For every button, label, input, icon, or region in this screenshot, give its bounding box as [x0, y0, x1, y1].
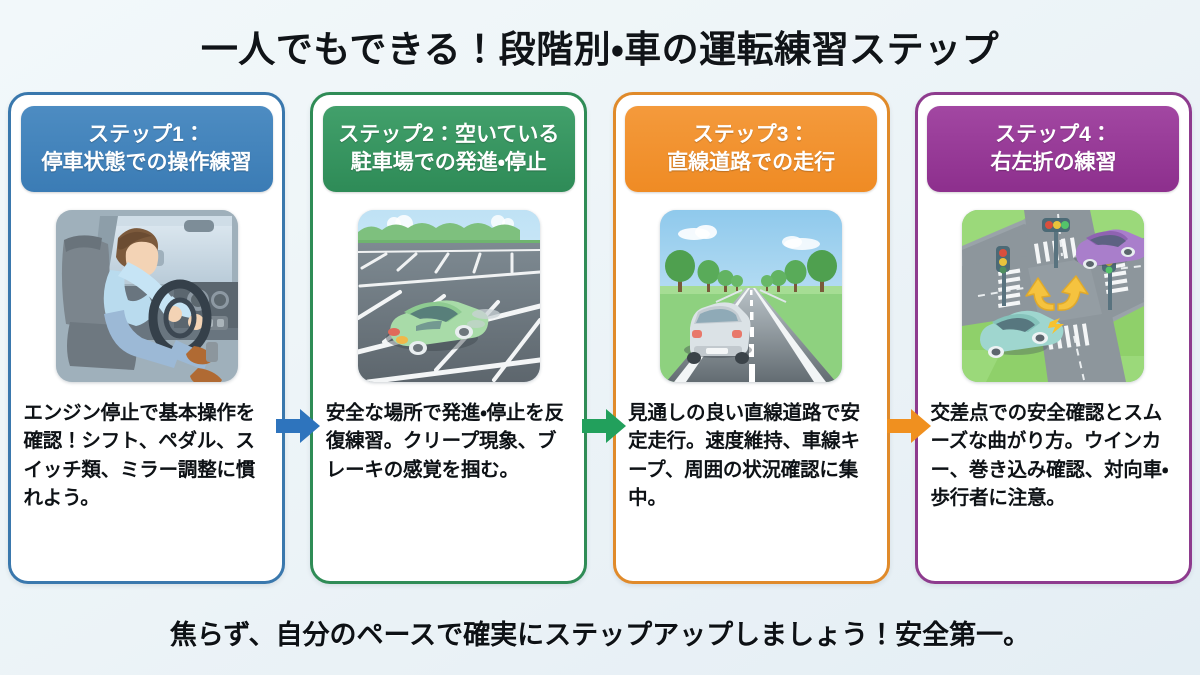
intersection-turning-illustration	[962, 210, 1145, 382]
right-arrow-icon-1	[274, 405, 322, 447]
right-arrow-icon-3	[885, 405, 933, 447]
step-card-1[interactable]: ステップ1： 停車状態での操作練習	[8, 92, 285, 584]
step-card-4-body: 交差点での安全確認とスムーズな曲がり方。ウインカー、巻き込み確認、対向車・歩行者…	[930, 402, 1169, 510]
step-card-2-header-line2: 駐車場での発進・停止	[350, 151, 547, 174]
step-card-3-body: 見通しの良い直線道路で安定走行。速度維持、車線キープ、周囲の状況確認に集中。	[628, 402, 860, 510]
straight-road-driving-illustration	[660, 210, 843, 382]
empty-parking-lot-with-car-illustration	[357, 210, 540, 382]
page-title: 一人でもできる！段階別・車の運転練習ステップ	[200, 29, 1000, 70]
step-card-4-header-line1: ステップ4：	[995, 123, 1112, 147]
step-card-2-header-line1: ステップ2：空いている	[338, 123, 560, 147]
step-card-1-header-line1: ステップ1：	[88, 123, 205, 147]
title-bar: 一人でもできる！段階別・車の運転練習ステップ	[0, 0, 1200, 92]
step-card-4-header: ステップ4： 右左折の練習	[927, 106, 1180, 192]
step-card-3-header-line2: 直線道路での走行	[667, 151, 836, 174]
step-card-4[interactable]: ステップ4： 右左折の練習	[914, 92, 1192, 584]
steps-container: ステップ1： 停車状態での操作練習	[0, 92, 1200, 589]
step-card-3-header-line1: ステップ3：	[692, 123, 810, 147]
step-card-3-header: ステップ3： 直線道路での走行	[625, 106, 878, 192]
right-arrow-icon-2	[580, 405, 628, 447]
footer-message: 焦らず、自分のペースで確実にステップアップしましょう！安全第一。	[169, 619, 1031, 650]
step-card-2-header: ステップ2：空いている 駐車場での発進・停止	[322, 106, 575, 192]
driver-at-steering-wheel-illustration	[55, 210, 238, 382]
step-card-2[interactable]: ステップ2：空いている 駐車場での発進・停止	[310, 92, 588, 584]
step-card-2-body: 安全な場所で発進・停止を反復練習。クリープ現象、ブレーキの感覚を掴む。	[325, 402, 564, 481]
footer-bar: 焦らず、自分のペースで確実にステップアップしましょう！安全第一。	[0, 589, 1200, 675]
step-card-3[interactable]: ステップ3： 直線道路での走行	[612, 92, 890, 584]
step-card-1-header-line2: 停車状態での操作練習	[41, 151, 252, 174]
step-card-4-header-line2: 右左折の練習	[990, 151, 1117, 174]
step-card-1-body: エンジン停止で基本操作を確認！シフト、ペダル、スイッチ類、ミラー調整に慣れよう。	[23, 402, 256, 510]
step-card-1-header: ステップ1： 停車状態での操作練習	[20, 106, 273, 192]
